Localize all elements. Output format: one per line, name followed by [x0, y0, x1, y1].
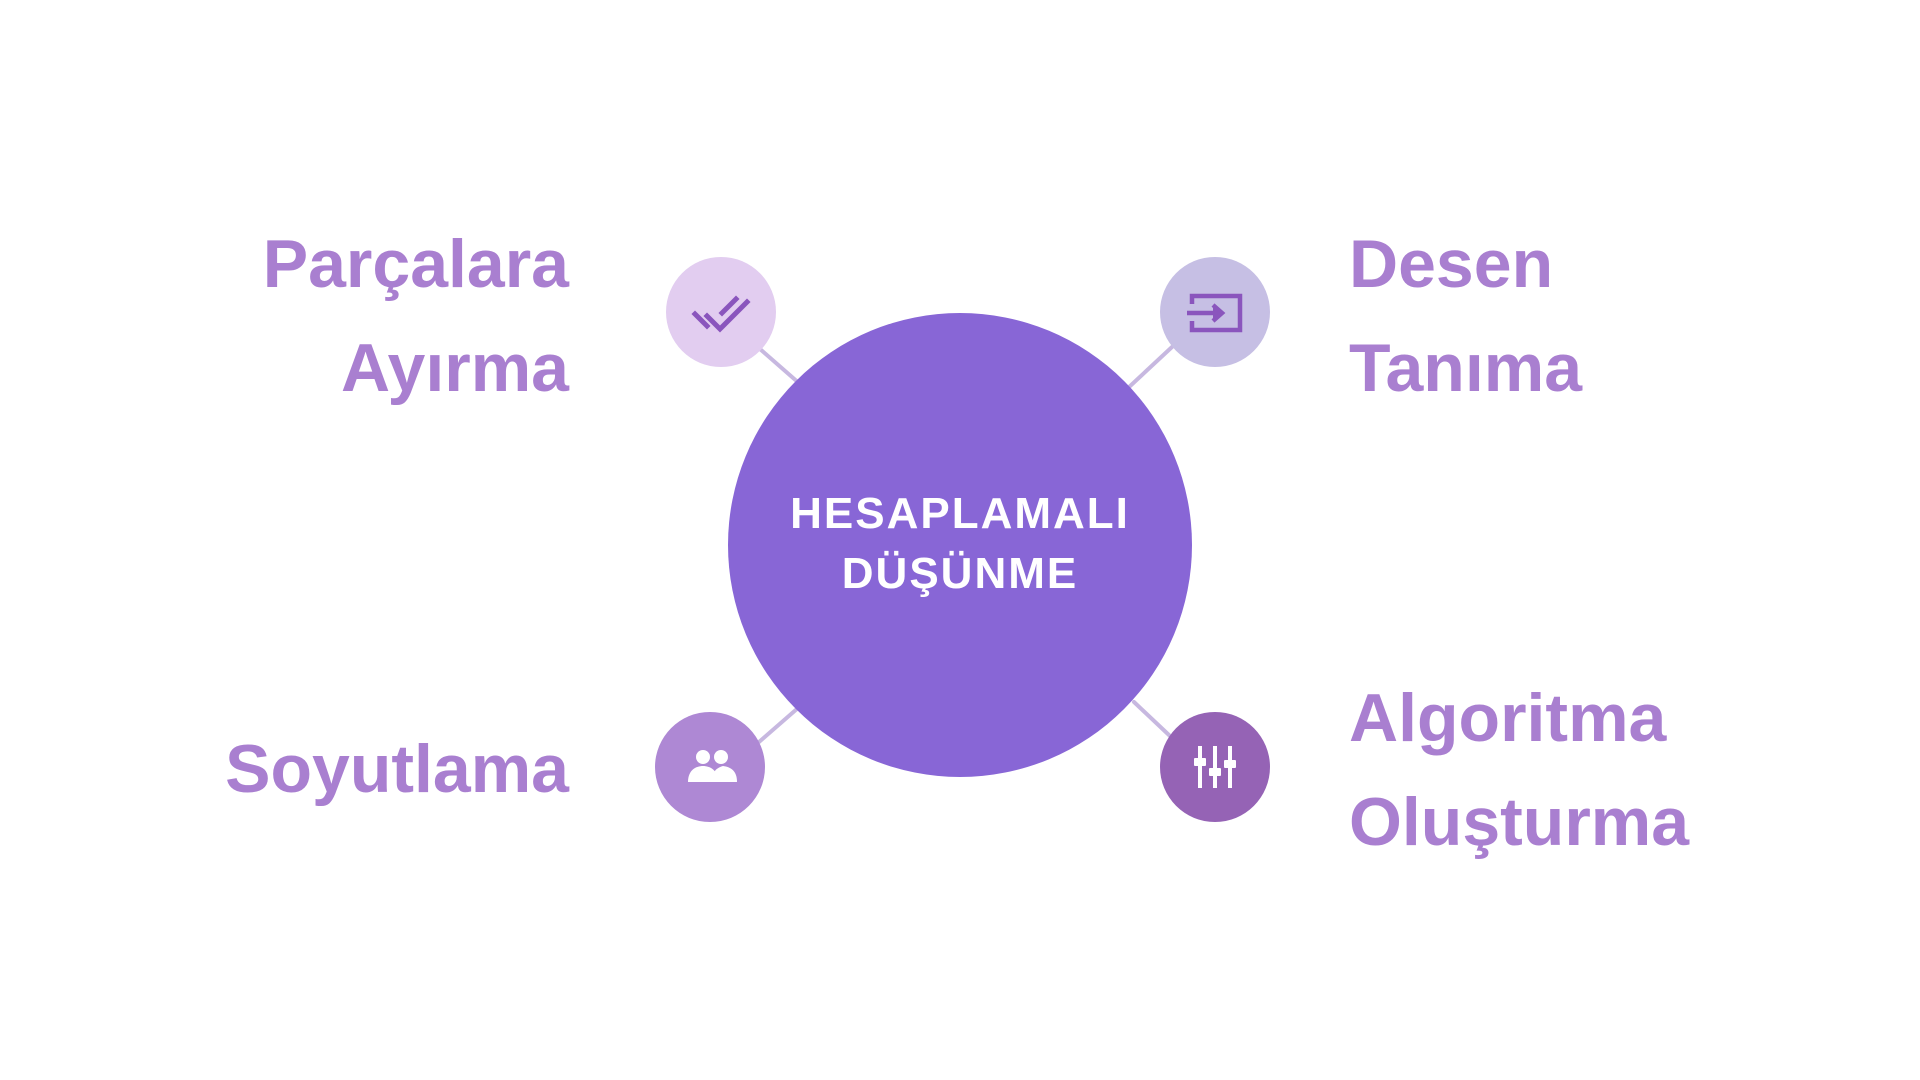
label-abstraction-line1: Soyutlama — [225, 731, 569, 807]
center-title: HESAPLAMALI DÜŞÜNME — [728, 484, 1192, 604]
label-pattern-line1: Desen — [1349, 226, 1554, 302]
label-decomposition-line1: Parçalara — [262, 226, 569, 302]
label-pattern-recognition: Desen Tanıma — [1349, 212, 1582, 420]
connector-abstraction — [757, 706, 800, 744]
connector-algorithm — [1132, 700, 1172, 738]
node-algorithm[interactable] — [1160, 712, 1270, 822]
node-abstraction[interactable] — [655, 712, 765, 822]
double-check-icon — [691, 295, 751, 333]
connector-pattern — [1126, 345, 1174, 390]
node-pattern-recognition[interactable] — [1160, 257, 1270, 367]
center-title-line1: HESAPLAMALI — [790, 489, 1130, 538]
label-decomposition: Parçalara Ayırma — [263, 212, 569, 420]
label-pattern-line2: Tanıma — [1349, 330, 1583, 406]
input-arrow-icon — [1187, 293, 1243, 333]
label-abstraction: Soyutlama — [225, 717, 569, 821]
sliders-icon — [1194, 746, 1236, 788]
connector-decomposition — [758, 347, 802, 386]
center-title-line2: DÜŞÜNME — [841, 549, 1079, 598]
label-decomposition-line2: Ayırma — [340, 330, 569, 406]
label-algorithm-line1: Algoritma — [1349, 680, 1667, 756]
label-algorithm-line2: Oluşturma — [1349, 784, 1690, 860]
people-icon — [688, 750, 737, 782]
center-circle — [728, 313, 1192, 777]
label-algorithm: Algoritma Oluşturma — [1349, 666, 1689, 874]
node-decomposition[interactable] — [666, 257, 776, 367]
